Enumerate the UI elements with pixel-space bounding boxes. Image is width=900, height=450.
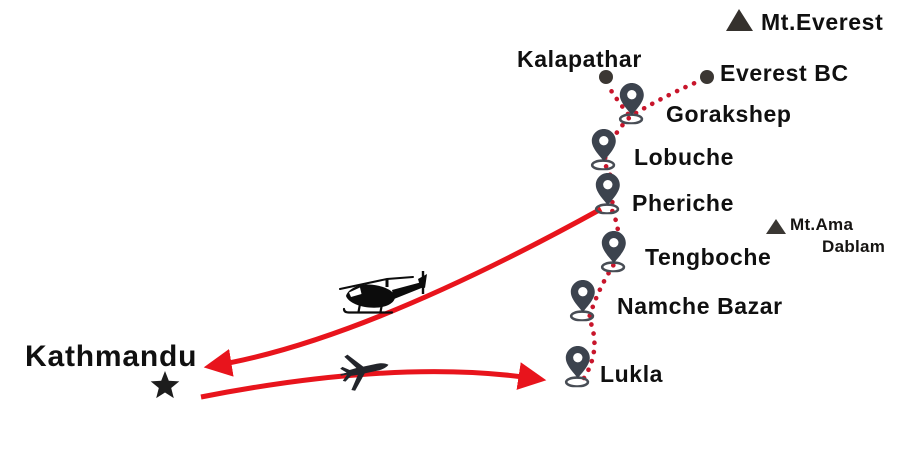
label-kalapathar: Kalapathar [517, 46, 642, 72]
helicopter-route-line [203, 206, 603, 377]
label-pheriche: Pheriche [632, 190, 734, 216]
label-kathmandu: Kathmandu [25, 340, 198, 373]
map-pin-icon-lobuche [590, 128, 618, 171]
label-dablam: Dablam [822, 237, 886, 256]
trek-trail-branch-kalapathar [604, 81, 631, 117]
map-pin-icon-lukla [564, 345, 592, 388]
airplane-icon [340, 354, 389, 391]
map-pin-icon-namche-bazar [569, 279, 597, 322]
peak-triangle-icon-everest [726, 9, 753, 31]
helicopter-icon [339, 271, 427, 314]
label-everest-bc: Everest BC [720, 60, 849, 86]
star-icon-kathmandu [150, 371, 180, 399]
trek-trail-dotted-route [581, 77, 705, 381]
map-pin-icon-gorakshep [618, 82, 646, 125]
label-namche-bazar: Namche Bazar [617, 293, 783, 319]
trek-trail-branch-everest-bc [633, 77, 705, 116]
camp-dot-icon-everest-bc [700, 70, 714, 84]
label-tengboche: Tengboche [645, 244, 772, 270]
label-mt-everest: Mt.Everest [761, 9, 884, 35]
label-lobuche: Lobuche [634, 144, 735, 170]
label-lukla: Lukla [600, 361, 664, 387]
flight-route-line [200, 362, 547, 400]
camp-dot-icon-kalapathar [599, 70, 613, 84]
label-mt-ama: Mt.Ama [790, 215, 854, 234]
label-gorakshep: Gorakshep [666, 101, 792, 127]
peak-triangle-icon-ama-dablam [766, 219, 786, 234]
